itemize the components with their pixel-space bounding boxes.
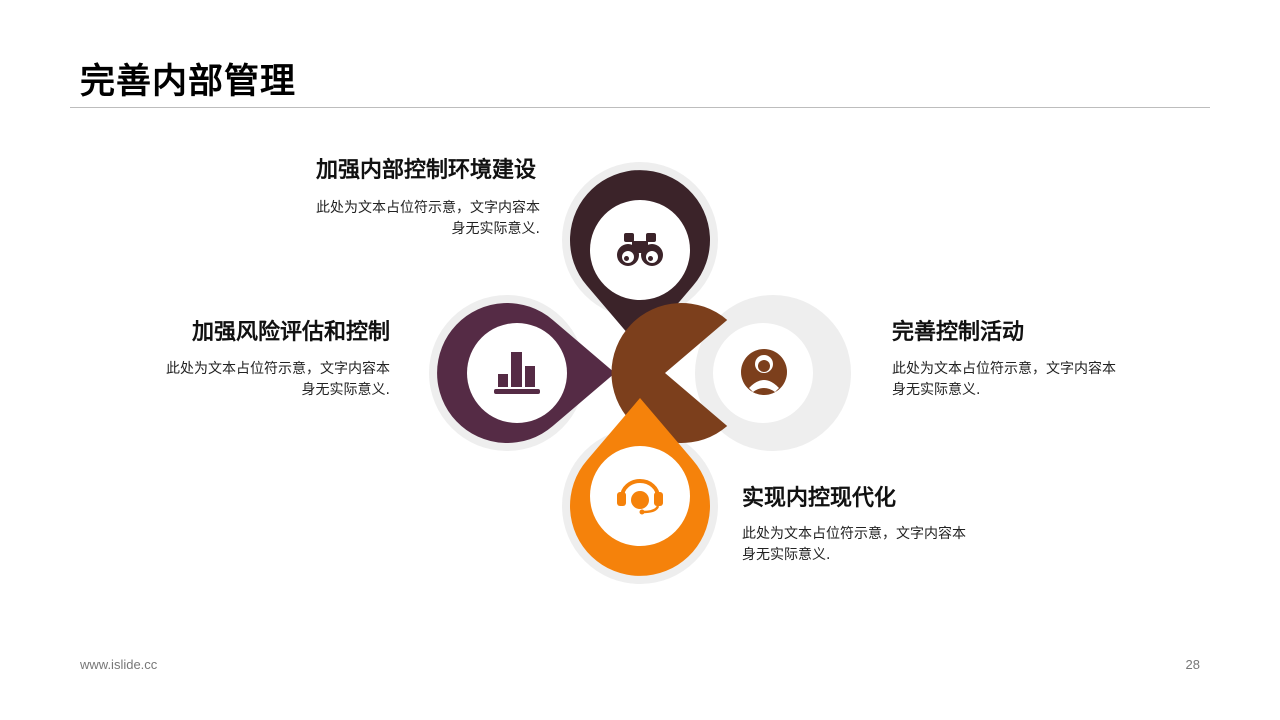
item-desc-line: 此处为文本占位符示意，文字内容本 — [166, 361, 390, 377]
item-title-control-environment: 加强内部控制环境建设 — [315, 158, 536, 183]
item-title-modernization: 实现内控现代化 — [742, 486, 897, 511]
item-desc-risk-assessment: 此处为文本占位符示意，文字内容本 身无实际意义. — [150, 359, 390, 401]
item-desc-line: 此处为文本占位符示意，文字内容本 — [892, 361, 1116, 377]
page-number: 28 — [1185, 657, 1200, 672]
item-desc-modernization: 此处为文本占位符示意，文字内容本 身无实际意义. — [742, 524, 982, 566]
item-title-risk-assessment: 加强风险评估和控制 — [191, 320, 390, 345]
item-desc-line: 身无实际意义. — [742, 547, 831, 563]
item-title-control-activities: 完善控制活动 — [892, 320, 1025, 345]
item-desc-control-activities: 此处为文本占位符示意，文字内容本 身无实际意义. — [892, 359, 1132, 401]
item-desc-line: 此处为文本占位符示意，文字内容本 — [742, 526, 966, 542]
footer-url[interactable]: www.islide.cc — [80, 657, 158, 672]
bar-chart-icon — [494, 352, 540, 394]
headset-icon — [617, 479, 663, 515]
user-icon — [741, 349, 787, 395]
item-desc-line: 身无实际意义. — [892, 382, 981, 398]
item-desc-control-environment: 此处为文本占位符示意，文字内容本 身无实际意义. — [300, 198, 540, 240]
item-desc-line: 此处为文本占位符示意，文字内容本 — [316, 200, 540, 216]
item-desc-line: 身无实际意义. — [301, 382, 390, 398]
item-desc-line: 身无实际意义. — [451, 221, 540, 237]
title-divider — [70, 107, 1210, 108]
binoculars-icon — [617, 233, 663, 266]
page-title: 完善内部管理 — [80, 62, 297, 102]
